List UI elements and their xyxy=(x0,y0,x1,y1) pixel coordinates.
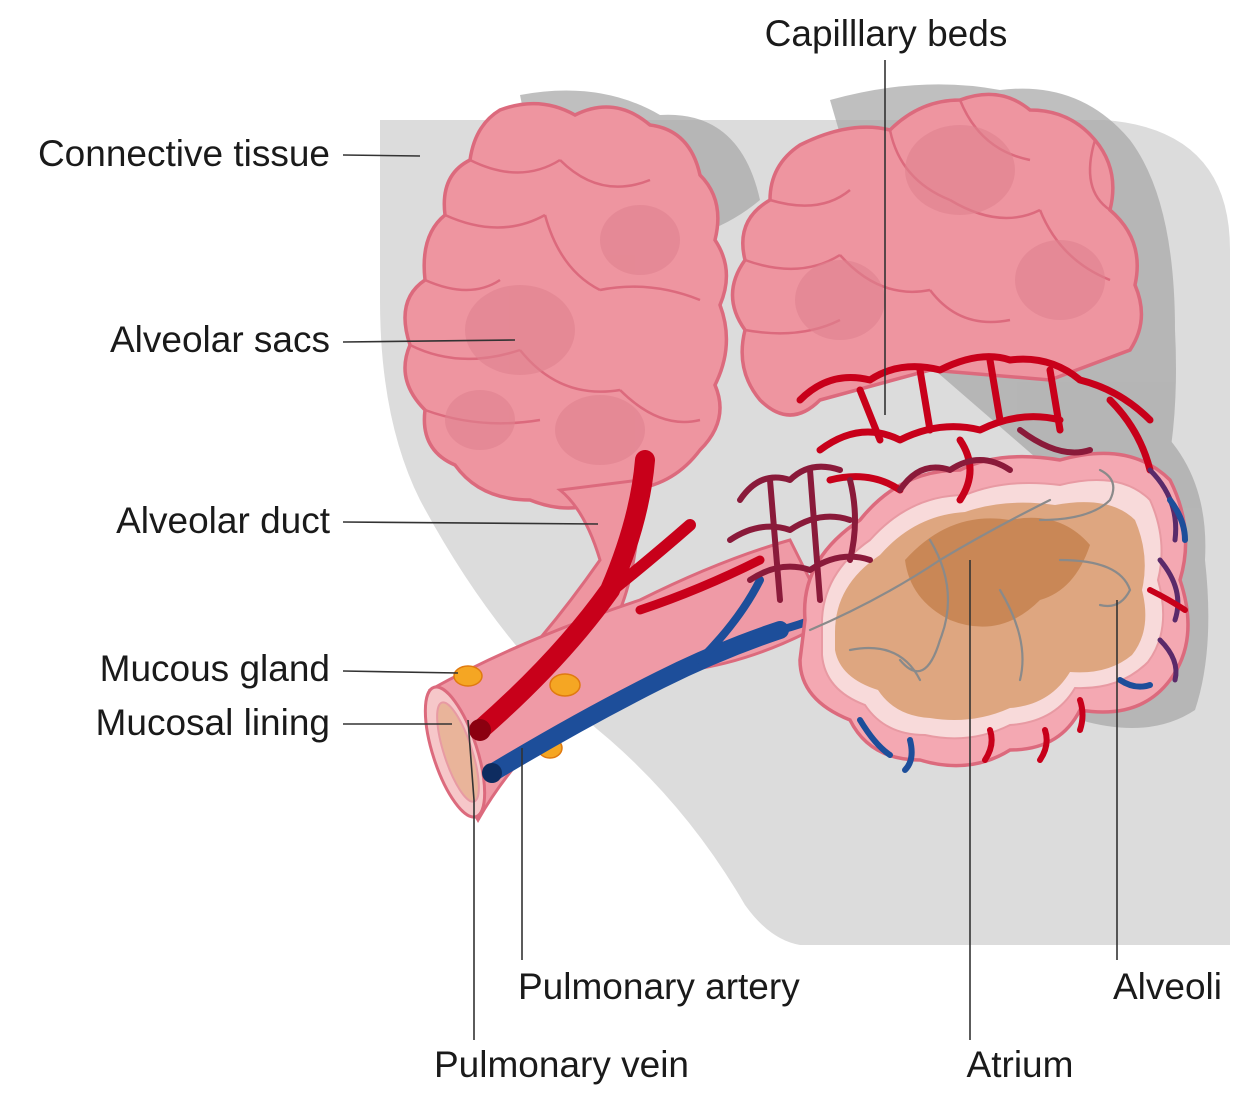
label-alveolar-sacs: Alveolar sacs xyxy=(110,319,330,360)
label-capillary-beds: Capilllary beds xyxy=(765,13,1008,54)
leader-alveolar-sacs xyxy=(342,339,516,343)
label-atrium: Atrium xyxy=(967,1044,1074,1085)
leader-lines xyxy=(342,60,1118,1040)
airflow-arrows xyxy=(808,468,1132,682)
leader-pulmonary-vein xyxy=(467,719,475,1040)
pulmonary-artery-opening xyxy=(469,719,491,741)
pulmonary-vein-opening xyxy=(482,763,502,783)
label-mucosal-lining: Mucosal lining xyxy=(96,702,330,743)
capillary-network xyxy=(727,353,1188,773)
leader-alveolar-duct xyxy=(342,521,599,525)
right-alveolar-sac-cluster xyxy=(730,92,1144,417)
label-alveoli: Alveoli xyxy=(1113,966,1222,1007)
leader-mucous-gland xyxy=(342,670,459,674)
leader-connective-tissue xyxy=(342,154,421,157)
atrium-core xyxy=(905,517,1090,627)
label-pulmonary-artery: Pulmonary artery xyxy=(518,966,800,1007)
label-mucous-gland: Mucous gland xyxy=(100,648,330,689)
left-alveolar-sac-cluster xyxy=(403,101,729,510)
label-pulmonary-vein: Pulmonary vein xyxy=(434,1044,689,1085)
label-connective-tissue: Connective tissue xyxy=(38,133,330,174)
pulmonary-artery-vessel xyxy=(470,450,765,740)
label-alveolar-duct: Alveolar duct xyxy=(116,500,331,541)
